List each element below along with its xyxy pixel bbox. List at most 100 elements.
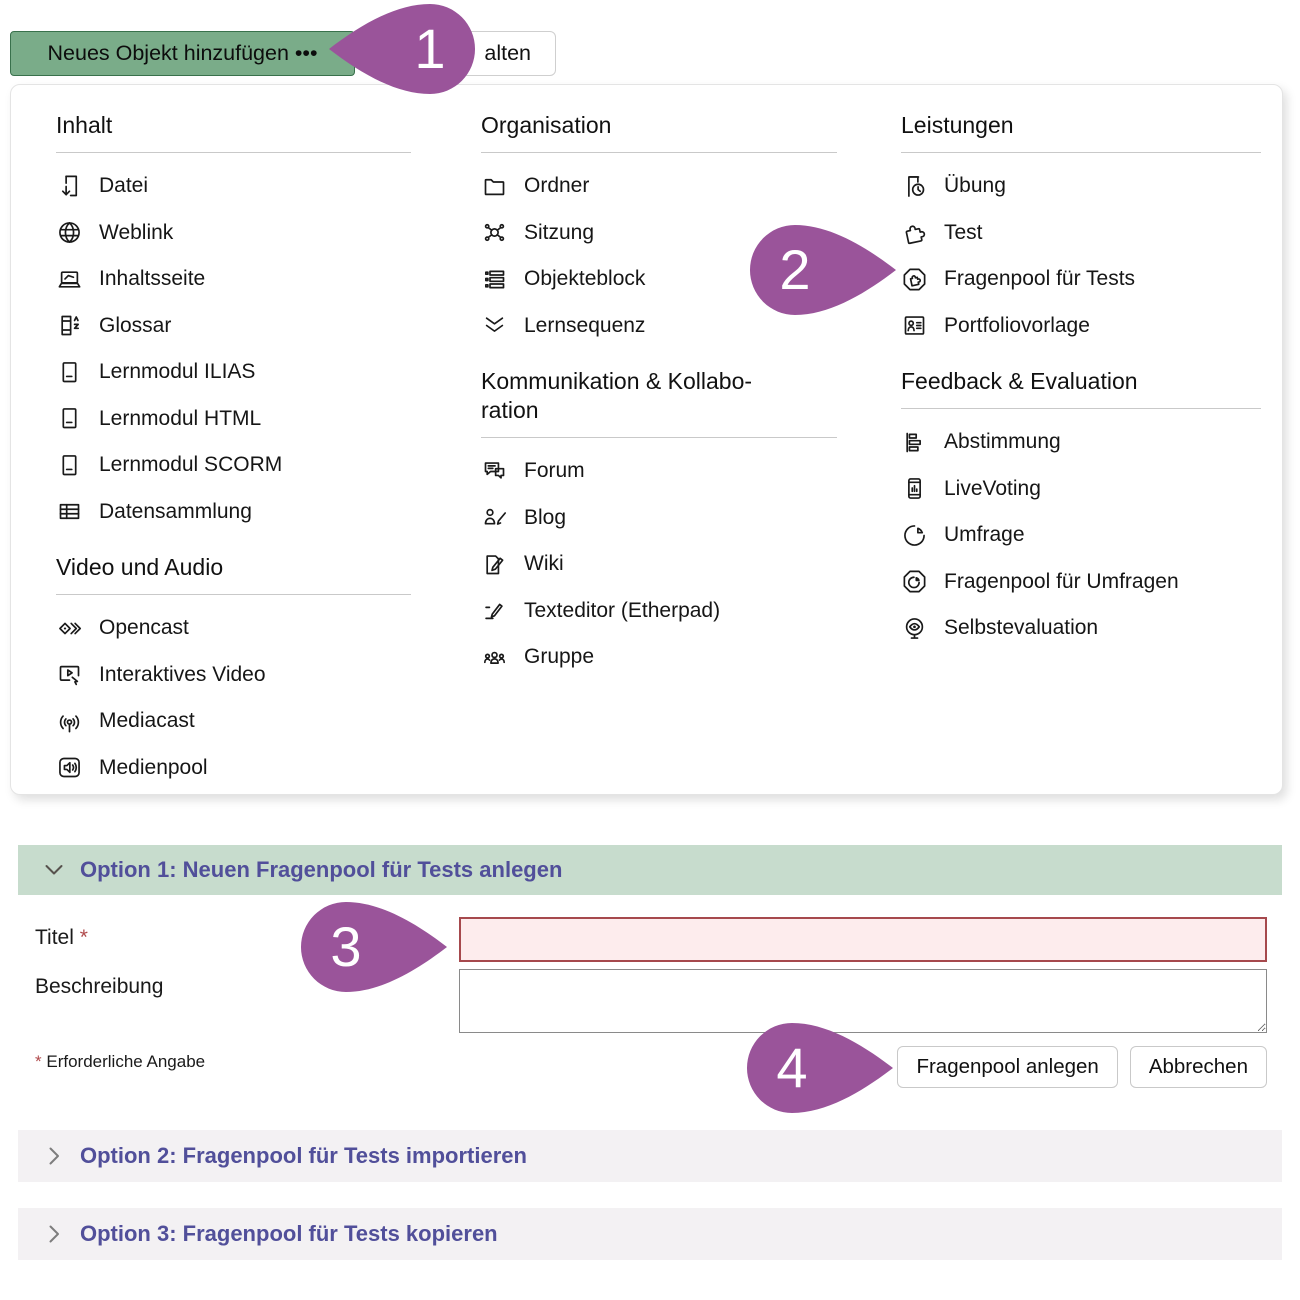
section-title: Inhalt — [56, 111, 411, 153]
chevron-down-icon — [42, 858, 66, 882]
learning-module-icon — [56, 405, 83, 432]
menu-item-glossar[interactable]: Glossar — [56, 302, 411, 349]
interactive-video-icon — [56, 661, 83, 688]
menu-section-video-audio: Video und Audio Opencast Interaktives Vi… — [56, 553, 411, 791]
menu-item-label: Übung — [944, 174, 1006, 198]
accordion-title: Option 3: Fragenpool für Tests kopieren — [80, 1221, 498, 1246]
required-asterisk: * — [35, 1052, 42, 1071]
callout-marker-3: 3 — [300, 902, 447, 992]
menu-item-weblink[interactable]: Weblink — [56, 209, 411, 256]
section-title: Leistungen — [901, 111, 1261, 153]
menu-column-3: Leistungen Übung Test Fragenpool für Tes… — [901, 85, 1261, 651]
menu-item-label: Selbstevaluation — [944, 616, 1099, 640]
menu-item-lernmodul-html[interactable]: Lernmodul HTML — [56, 395, 411, 442]
section-title: Video und Audio — [56, 553, 411, 595]
session-icon — [481, 219, 508, 246]
menu-section-inhalt: Inhalt Datei Weblink Inhaltsseite Glossa… — [56, 111, 411, 535]
menu-item-portfoliovorlage[interactable]: Portfoliovorlage — [901, 302, 1261, 349]
self-evaluation-icon — [901, 615, 928, 642]
menu-item-opencast[interactable]: Opencast — [56, 605, 411, 652]
menu-item-label: Forum — [524, 459, 585, 483]
menu-item-label: Blog — [524, 505, 567, 529]
menu-item-wiki[interactable]: Wiki — [481, 541, 837, 588]
title-input[interactable] — [459, 917, 1267, 962]
menu-item-label: Wiki — [524, 552, 564, 576]
accordion-title: Option 1: Neuen Fragenpool für Tests anl… — [80, 857, 563, 882]
add-object-dropdown-panel: Inhalt Datei Weblink Inhaltsseite Glossa… — [10, 84, 1283, 795]
poll-icon — [901, 429, 928, 456]
menu-item-label: Abstimmung — [944, 430, 1061, 454]
menu-item-gruppe[interactable]: Gruppe — [481, 634, 837, 681]
menu-item-label: Umfrage — [944, 523, 1025, 547]
exercise-icon — [901, 173, 928, 200]
menu-item-label: Lernmodul ILIAS — [99, 360, 256, 384]
add-new-object-button[interactable]: Neues Objekt hinzufügen ••• — [10, 31, 355, 76]
menu-item-selbstevaluation[interactable]: Selbstevaluation — [901, 605, 1261, 652]
title-label: Titel * — [35, 926, 88, 949]
menu-item-mediacast[interactable]: Mediacast — [56, 698, 411, 745]
accordion-option2[interactable]: Option 2: Fragenpool für Tests importier… — [18, 1130, 1282, 1182]
menu-section-organisation: Organisation Ordner Sitzung Objekteblock… — [481, 111, 837, 349]
menu-item-uebung[interactable]: Übung — [901, 163, 1261, 210]
menu-item-medienpool[interactable]: Medienpool — [56, 744, 411, 791]
menu-item-label: Lernsequenz — [524, 313, 646, 337]
menu-item-label: Sitzung — [524, 220, 595, 244]
menu-item-label: Inhaltsseite — [99, 267, 206, 291]
question-pool-icon — [901, 266, 928, 293]
etherpad-icon — [481, 597, 508, 624]
description-textarea[interactable] — [459, 969, 1267, 1033]
puzzle-icon — [901, 219, 928, 246]
menu-item-umfrage[interactable]: Umfrage — [901, 512, 1261, 559]
menu-item-label: Objekteblock — [524, 267, 646, 291]
pie-chart-icon — [901, 522, 928, 549]
create-question-pool-button[interactable]: Fragenpool anlegen — [897, 1046, 1118, 1088]
forum-icon — [481, 458, 508, 485]
menu-item-label: Lernmodul SCORM — [99, 453, 283, 477]
menu-item-ordner[interactable]: Ordner — [481, 163, 837, 210]
form-buttons: Fragenpool anlegen Abbrechen — [897, 1046, 1267, 1088]
menu-column-1: Inhalt Datei Weblink Inhaltsseite Glossa… — [56, 85, 411, 791]
menu-item-texteditor[interactable]: Texteditor (Etherpad) — [481, 587, 837, 634]
menu-section-kommunikation: Kommunikation & Kollabo- ration Forum Bl… — [481, 367, 837, 680]
learning-module-icon — [56, 359, 83, 386]
menu-item-datensammlung[interactable]: Datensammlung — [56, 488, 411, 535]
menu-item-lernmodul-ilias[interactable]: Lernmodul ILIAS — [56, 349, 411, 396]
menu-item-label: Medienpool — [99, 755, 208, 779]
file-download-icon — [56, 173, 83, 200]
object-block-icon — [481, 266, 508, 293]
menu-item-inhaltsseite[interactable]: Inhaltsseite — [56, 256, 411, 303]
menu-item-fragenpool-umfragen[interactable]: Fragenpool für Umfragen — [901, 558, 1261, 605]
accordion-option3[interactable]: Option 3: Fragenpool für Tests kopieren — [18, 1208, 1282, 1260]
menu-item-forum[interactable]: Forum — [481, 448, 837, 495]
menu-item-lernmodul-scorm[interactable]: Lernmodul SCORM — [56, 442, 411, 489]
chevron-right-icon — [42, 1144, 66, 1168]
menu-item-label: Fragenpool für Umfragen — [944, 569, 1179, 593]
menu-item-abstimmung[interactable]: Abstimmung — [901, 419, 1261, 466]
menu-item-label: Fragenpool für Tests — [944, 267, 1136, 291]
callout-marker-4: 4 — [746, 1023, 893, 1113]
menu-item-label: LiveVoting — [944, 476, 1041, 500]
menu-item-label: Lernmodul HTML — [99, 406, 262, 430]
menu-item-label: Glossar — [99, 313, 172, 337]
menu-item-sitzung[interactable]: Sitzung — [481, 209, 837, 256]
cancel-button[interactable]: Abbrechen — [1129, 1046, 1267, 1088]
glossary-icon — [56, 312, 83, 339]
group-icon — [481, 644, 508, 671]
menu-item-test[interactable]: Test — [901, 209, 1261, 256]
menu-item-lernsequenz[interactable]: Lernsequenz — [481, 302, 837, 349]
learning-sequence-icon — [481, 312, 508, 339]
menu-item-label: Weblink — [99, 220, 174, 244]
section-title: Kommunikation & Kollabo- ration — [481, 367, 837, 438]
menu-item-interaktives-video[interactable]: Interaktives Video — [56, 651, 411, 698]
menu-item-label: Portfoliovorlage — [944, 313, 1090, 337]
menu-item-label: Opencast — [99, 616, 189, 640]
menu-item-label: Test — [944, 220, 983, 244]
accordion-option1[interactable]: Option 1: Neuen Fragenpool für Tests anl… — [18, 845, 1282, 895]
partially-hidden-button[interactable]: alten — [368, 31, 556, 76]
menu-item-objekteblock[interactable]: Objekteblock — [481, 256, 837, 303]
menu-item-fragenpool-tests[interactable]: Fragenpool für Tests — [901, 256, 1261, 303]
menu-item-blog[interactable]: Blog — [481, 494, 837, 541]
menu-item-datei[interactable]: Datei — [56, 163, 411, 210]
menu-item-livevoting[interactable]: LiveVoting — [901, 465, 1261, 512]
folder-icon — [481, 173, 508, 200]
